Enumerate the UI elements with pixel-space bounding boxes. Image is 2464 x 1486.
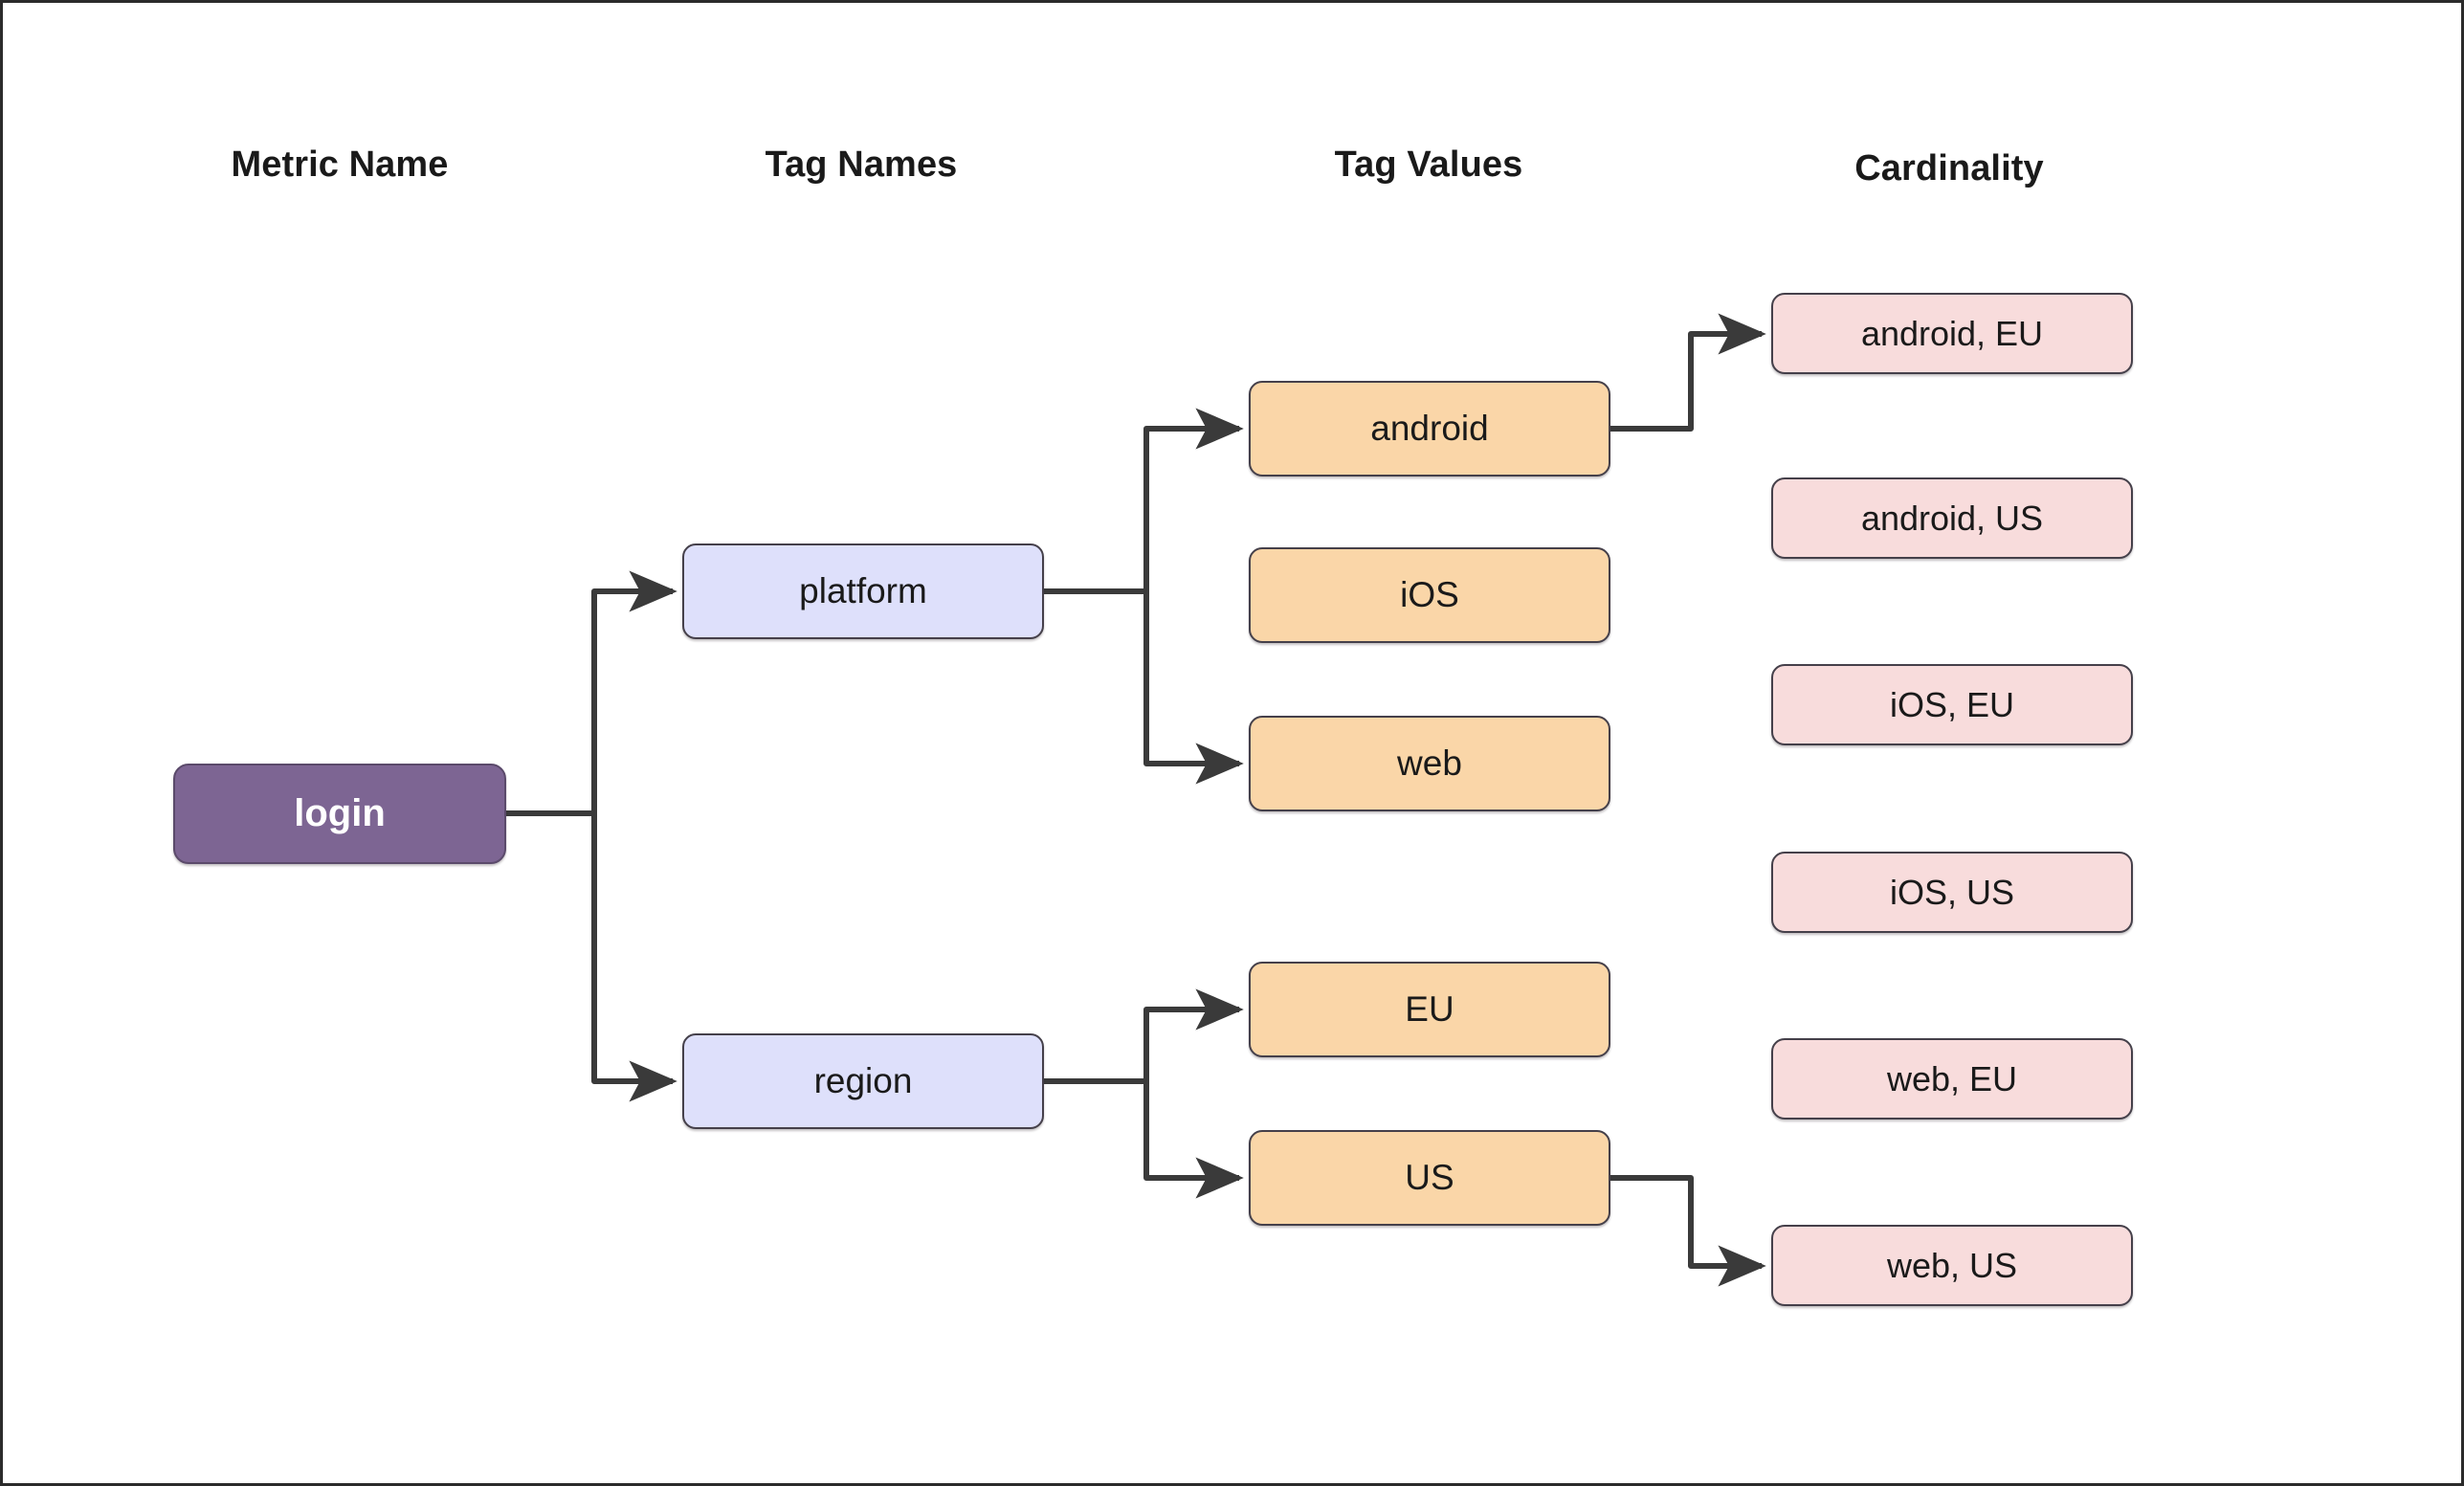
edge-login-platform (506, 570, 677, 816)
edge-android-android-eu (1610, 313, 1766, 432)
node-tagvalue-android[interactable]: android (1249, 381, 1610, 477)
edge-region-us (1143, 1081, 1244, 1199)
node-tagvalue-us[interactable]: US (1249, 1130, 1610, 1226)
edge-region-eu (1143, 988, 1244, 1081)
node-cardinality-ios-us[interactable]: iOS, US (1771, 852, 2133, 933)
column-header-cardinality: Cardinality (1854, 148, 2044, 189)
node-metric-login[interactable]: login (173, 764, 506, 864)
edge-platform-web (1143, 591, 1244, 785)
node-tagname-platform[interactable]: platform (682, 543, 1044, 639)
node-cardinality-ios-eu[interactable]: iOS, EU (1771, 664, 2133, 745)
column-header-metric-name: Metric Name (231, 144, 449, 185)
node-cardinality-web-us[interactable]: web, US (1771, 1225, 2133, 1306)
node-tagvalue-web[interactable]: web (1249, 716, 1610, 811)
node-tagvalue-ios[interactable]: iOS (1249, 547, 1610, 643)
node-cardinality-android-eu[interactable]: android, EU (1771, 293, 2133, 374)
column-header-tag-values: Tag Values (1334, 144, 1523, 185)
node-tagvalue-eu[interactable]: EU (1249, 962, 1610, 1057)
edge-login-region (591, 813, 677, 1102)
edge-platform-android (1143, 408, 1244, 591)
node-cardinality-android-us[interactable]: android, US (1771, 477, 2133, 559)
column-header-tag-names: Tag Names (765, 144, 958, 185)
node-cardinality-web-eu[interactable]: web, EU (1771, 1038, 2133, 1120)
edge-us-web-us (1610, 1175, 1766, 1287)
node-tagname-region[interactable]: region (682, 1033, 1044, 1129)
